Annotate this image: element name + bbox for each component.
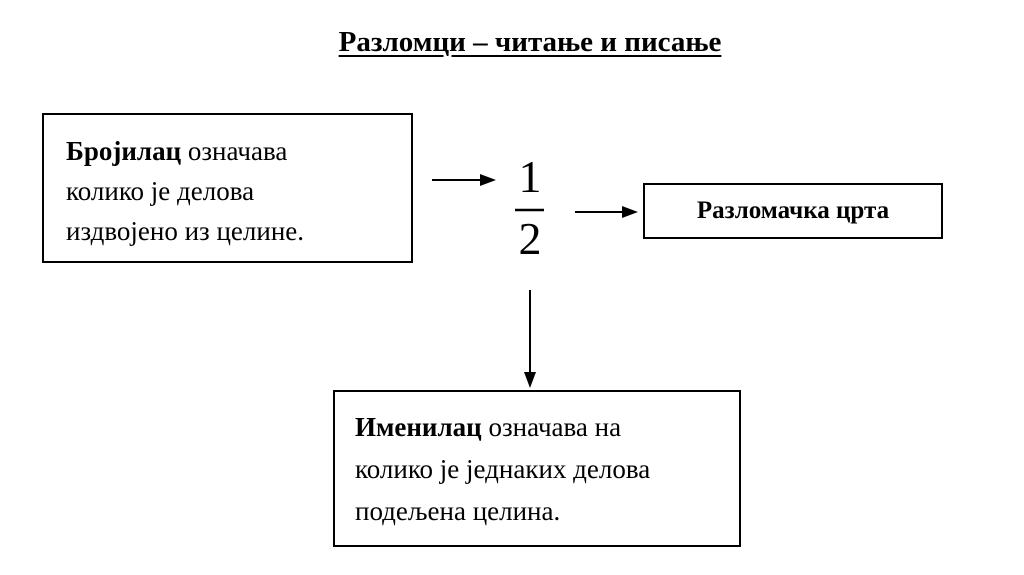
- fraction-denominator: 2: [518, 213, 542, 264]
- denominator-line2: колико је једнаких делова: [355, 454, 651, 484]
- page-title: Разломци – читање и писање: [338, 26, 722, 58]
- numerator-description-box: Бројилац означава колико је делова издво…: [42, 113, 413, 263]
- numerator-line1: означава: [181, 136, 288, 166]
- denominator-description-box: Именилац означава на колико је једнаких …: [333, 390, 741, 547]
- denominator-line1: означава на: [481, 412, 622, 442]
- numerator-line3: издвојено из целине.: [66, 216, 305, 246]
- denominator-line3: подељена целина.: [355, 496, 561, 526]
- fraction-bar-box: Разломачка црта: [643, 183, 943, 239]
- numerator-line2: колико је делова: [66, 176, 255, 206]
- fraction-numerator: 1: [518, 151, 542, 202]
- numerator-term: Бројилац: [66, 136, 182, 166]
- arrow-to-numerator: [432, 174, 496, 186]
- arrow-to-fraction-bar-box: [575, 206, 638, 218]
- denominator-term: Именилац: [355, 412, 482, 442]
- fraction-bar-label: Разломачка црта: [696, 197, 890, 224]
- arrow-to-denominator-box: [524, 290, 536, 388]
